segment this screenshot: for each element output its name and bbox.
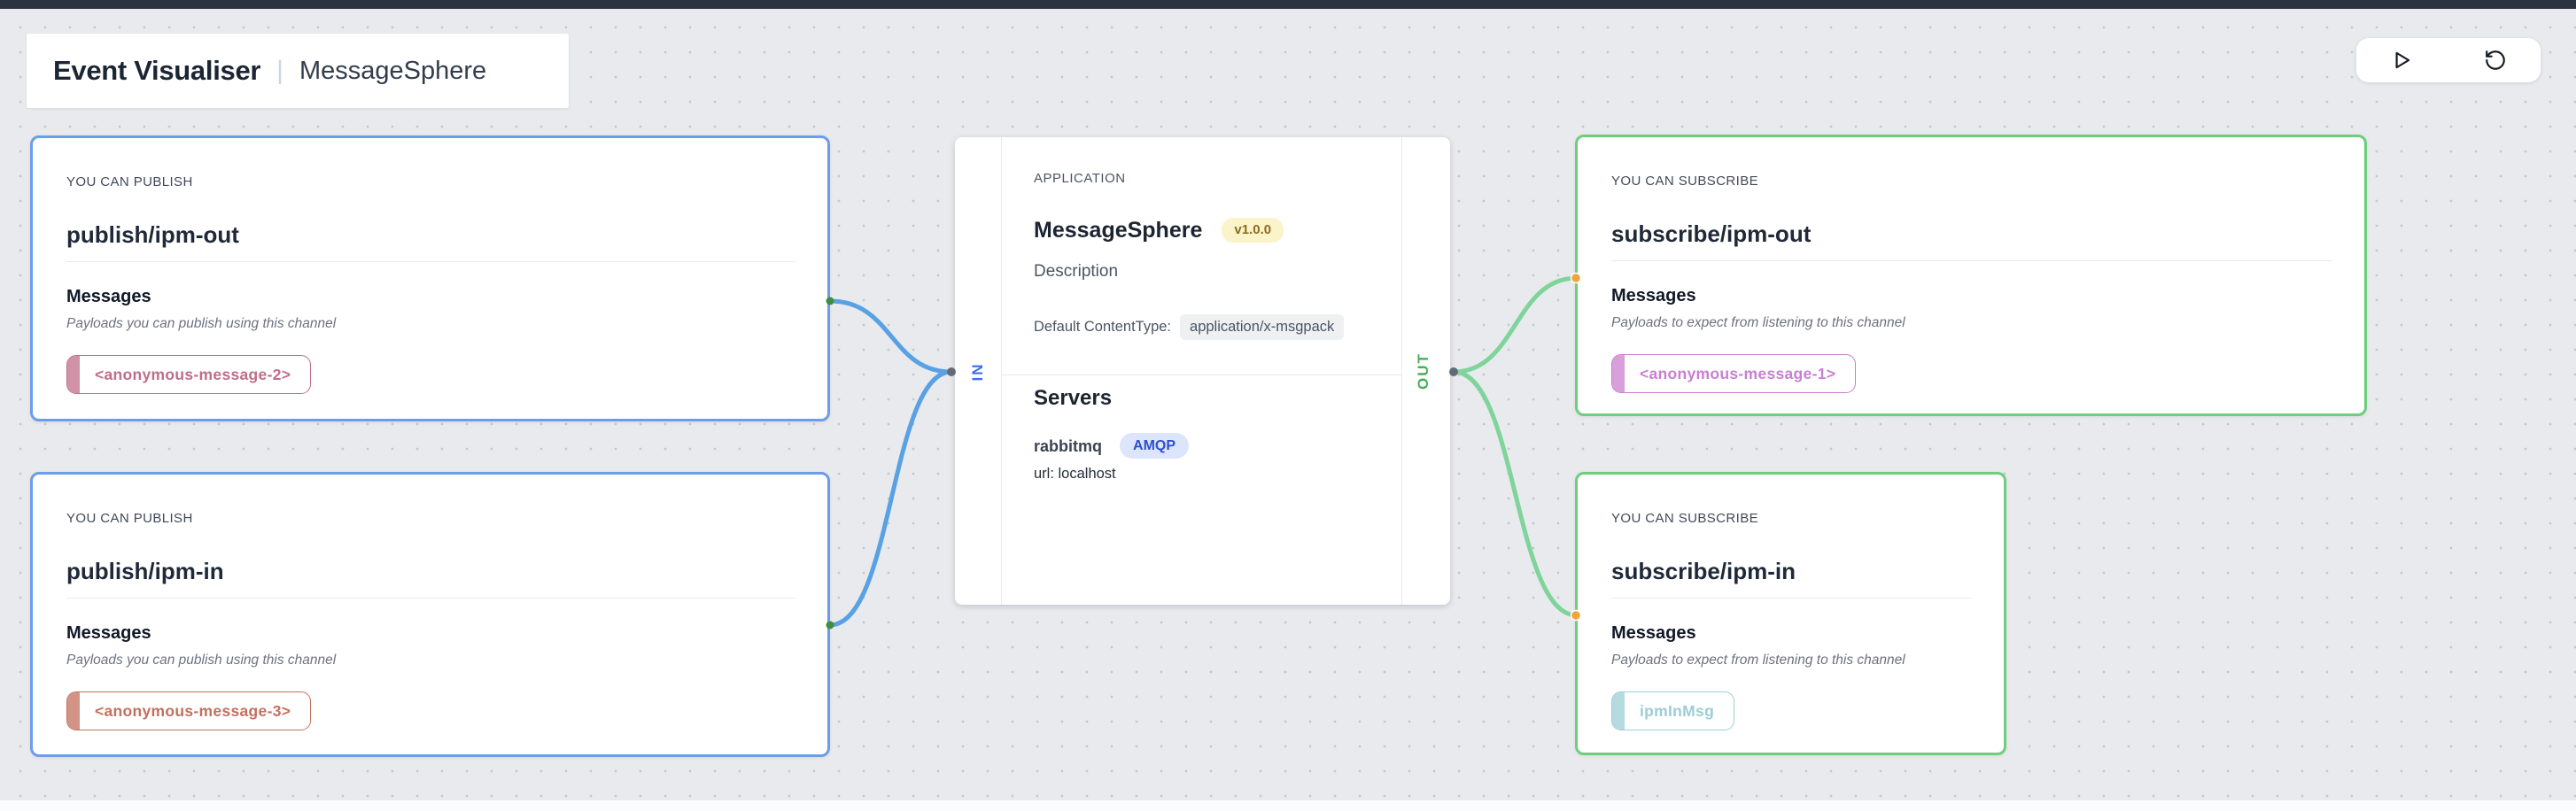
canvas-toolbar <box>2356 38 2541 82</box>
message-badge-bar <box>67 692 80 730</box>
messages-hint: Payloads to expect from listening to thi… <box>1611 653 1905 668</box>
header-separator: | <box>276 56 283 85</box>
message-badge-label: <anonymous-message-2> <box>95 365 291 383</box>
message-badge[interactable]: <anonymous-message-2> <box>66 355 312 394</box>
messages-title: Messages <box>1611 623 1696 643</box>
messages-hint: Payloads you can publish using this chan… <box>66 316 337 331</box>
reload-button[interactable] <box>2482 47 2509 73</box>
application-title: MessageSphere <box>1034 218 1203 243</box>
page-title: Event Visualiser <box>53 55 261 86</box>
message-badge[interactable]: <anonymous-message-3> <box>66 691 312 730</box>
application-in-strip <box>955 137 1002 605</box>
channel-kind-label: YOU CAN SUBSCRIBE <box>1611 174 1758 189</box>
message-badge-label: <anonymous-message-1> <box>1640 364 1836 382</box>
servers-section: Servers rabbitmq AMQP url: localhost <box>1002 375 1401 483</box>
version-badge: v1.0.0 <box>1222 218 1284 243</box>
in-port-label: IN <box>969 362 986 382</box>
channel-kind-label: YOU CAN PUBLISH <box>66 511 193 526</box>
message-badge-label: <anonymous-message-3> <box>95 701 291 720</box>
bottom-strip <box>0 800 2576 811</box>
play-icon <box>2395 51 2410 69</box>
divider <box>66 261 795 262</box>
server-url: url: localhost <box>1034 466 1116 482</box>
divider <box>66 598 795 599</box>
message-badge-bar <box>1612 355 1625 392</box>
application-name-header: MessageSphere <box>299 56 487 85</box>
refresh-ccw-icon <box>2486 50 2505 70</box>
protocol-badge: AMQP <box>1120 433 1190 459</box>
publish-channel-card-ipm-out[interactable]: YOU CAN PUBLISH publish/ipm-out Messages… <box>30 135 830 421</box>
publish-channel-card-ipm-in[interactable]: YOU CAN PUBLISH publish/ipm-in Messages … <box>30 472 830 757</box>
divider <box>1611 598 1972 599</box>
channel-kind-label: YOU CAN SUBSCRIBE <box>1611 511 1758 526</box>
divider <box>1611 260 2332 261</box>
message-badge[interactable]: <anonymous-message-1> <box>1611 354 1857 393</box>
channel-name: subscribe/ipm-in <box>1611 558 1796 584</box>
content-type-value: application/x-msgpack <box>1180 314 1345 340</box>
messages-title: Messages <box>66 287 151 306</box>
messages-hint: Payloads to expect from listening to thi… <box>1611 315 1905 330</box>
subscribe-channel-card-ipm-in[interactable]: YOU CAN SUBSCRIBE subscribe/ipm-in Messa… <box>1575 472 2006 755</box>
out-port-label: OUT <box>1415 352 1432 390</box>
header: Event Visualiser | MessageSphere <box>27 34 569 108</box>
server-row: rabbitmq AMQP <box>1034 433 1380 459</box>
message-badge-bar <box>67 356 80 393</box>
message-badge[interactable]: ipmInMsg <box>1611 691 1735 730</box>
channel-kind-label: YOU CAN PUBLISH <box>66 174 193 189</box>
top-window-bar <box>0 0 2576 9</box>
application-out-strip <box>1401 137 1450 605</box>
channel-name: publish/ipm-out <box>66 221 239 248</box>
channel-name: subscribe/ipm-out <box>1611 220 1812 247</box>
message-badge-bar <box>1612 692 1625 730</box>
messages-title: Messages <box>1611 286 1696 305</box>
application-card[interactable]: APPLICATION MessageSphere v1.0.0 Descrip… <box>955 137 1450 605</box>
message-badge-label: ipmInMsg <box>1640 701 1715 720</box>
servers-title: Servers <box>1034 386 1113 410</box>
play-button[interactable] <box>2388 47 2415 73</box>
subscribe-channel-card-ipm-out[interactable]: YOU CAN SUBSCRIBE subscribe/ipm-out Mess… <box>1575 135 2367 416</box>
application-info-section: APPLICATION MessageSphere v1.0.0 Descrip… <box>1002 137 1401 340</box>
messages-title: Messages <box>66 623 151 643</box>
application-description: Description <box>1034 262 1119 281</box>
server-name: rabbitmq <box>1034 436 1103 455</box>
channel-name: publish/ipm-in <box>66 558 224 584</box>
messages-hint: Payloads you can publish using this chan… <box>66 653 337 668</box>
content-type-label: Default ContentType: <box>1034 319 1172 335</box>
application-kind-label: APPLICATION <box>1034 171 1126 186</box>
